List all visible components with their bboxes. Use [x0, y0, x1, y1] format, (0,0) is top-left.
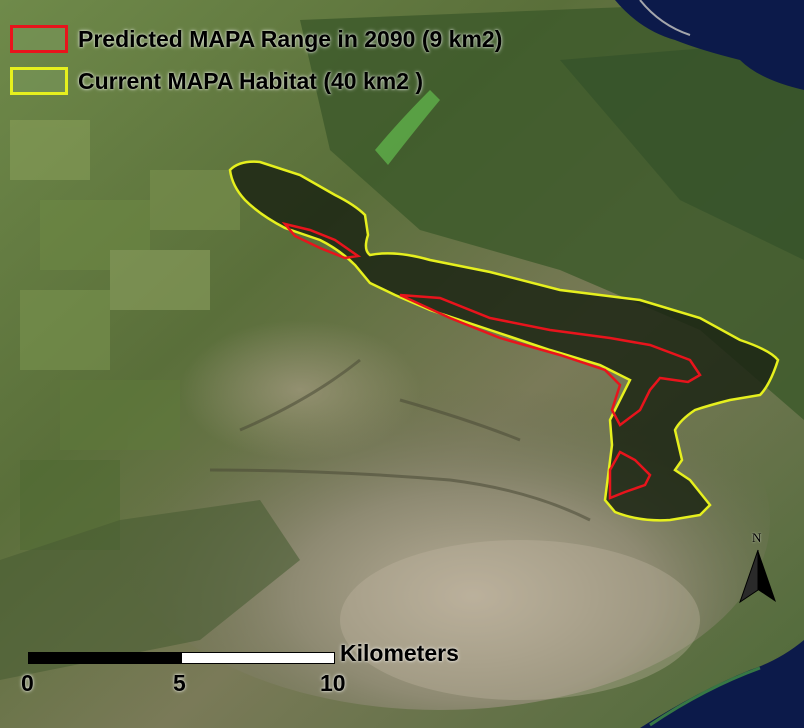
- ridge-lines: [209, 358, 591, 522]
- north-letter: N: [752, 530, 762, 545]
- map-legend: Predicted MAPA Range in 2090 (9 km2) Cur…: [10, 18, 502, 102]
- scale-bar-open-segment: [181, 652, 335, 664]
- green-strip: [375, 90, 440, 165]
- scale-tick-5: 5: [173, 670, 186, 696]
- predicted-range-polygon-south: [608, 450, 652, 500]
- farmland-texture: [10, 120, 240, 550]
- legend-label-predicted: Predicted MAPA Range in 2090 (9 km2): [78, 25, 503, 52]
- scale-unit-label: Kilometers: [340, 640, 459, 666]
- predicted-range-polygon-west: [281, 221, 362, 260]
- north-arrow-shape: [739, 549, 776, 604]
- predicted-range-polygon-main: [399, 293, 702, 427]
- scale-tick-10: 10: [320, 670, 346, 696]
- ocean-top: [615, 0, 804, 90]
- legend-item-current: Current MAPA Habitat (40 km2 ): [10, 60, 502, 102]
- legend-item-predicted: Predicted MAPA Range in 2090 (9 km2): [10, 18, 502, 60]
- current-habitat-polygon: [228, 160, 780, 522]
- legend-label-current: Current MAPA Habitat (40 km2 ): [78, 67, 424, 94]
- scale-bar: Kilometers 0 5 10: [18, 640, 459, 710]
- legend-swatch-current: [10, 67, 68, 95]
- scale-tick-0: 0: [21, 670, 34, 696]
- north-arrow: N: [738, 530, 778, 610]
- legend-swatch-predicted: [10, 25, 68, 53]
- scale-bar-solid-segment: [28, 652, 182, 664]
